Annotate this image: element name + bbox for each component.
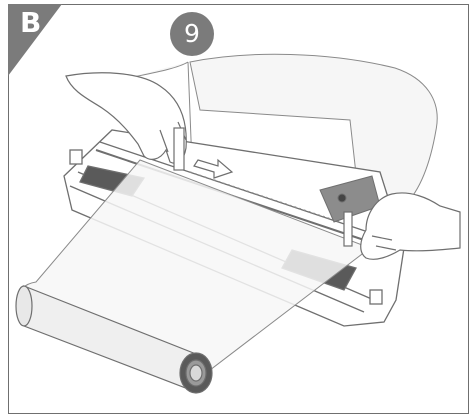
cutter-slider: [173, 127, 185, 171]
cutter-stop: [343, 211, 353, 247]
step-badge: [170, 12, 214, 56]
bag-roll: [15, 285, 213, 394]
left-hand: [65, 72, 187, 164]
step-number: 9: [184, 19, 200, 48]
panel-label: B: [20, 6, 42, 39]
cut-direction-arrow-icon: [193, 158, 234, 179]
panel-corner-tab: [8, 4, 62, 76]
right-hand: [360, 192, 461, 260]
